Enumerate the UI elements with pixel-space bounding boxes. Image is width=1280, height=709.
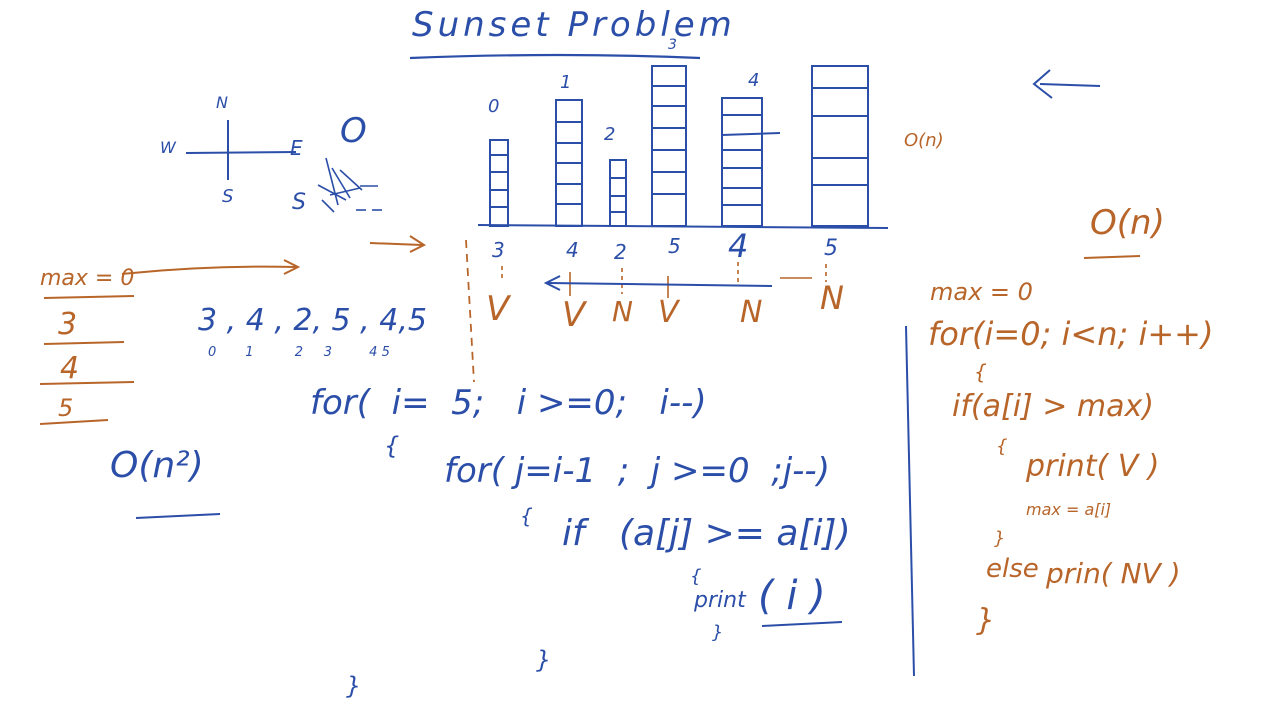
compass-south: S	[222, 186, 234, 207]
compass-north: N	[216, 93, 228, 112]
compass-horizontal	[185, 151, 297, 154]
optimal-print-v: print( V )	[1026, 449, 1160, 484]
optimal-underline	[1083, 255, 1141, 259]
building-4	[721, 97, 781, 227]
optimal-brace-inner-open: {	[996, 436, 1008, 457]
bruteforce-complexity: O(n²)	[110, 445, 204, 486]
verdict-1: V	[562, 295, 586, 335]
page-title: Sunset Problem	[412, 5, 736, 45]
orange-arrow-max	[121, 259, 301, 275]
optimal-brace-open: {	[974, 360, 987, 384]
print-underline	[761, 621, 843, 627]
sun-direction-arrow	[1032, 69, 1101, 99]
building-index-3: 3	[668, 37, 677, 53]
verdict-4: N	[740, 295, 763, 330]
scan-arrow	[543, 275, 773, 291]
bruteforce-outer-loop: for( i= 5; i >=0; i--)	[310, 383, 707, 423]
verdict-5: N	[820, 279, 844, 317]
optimal-if-line: if(a[i] > max)	[952, 389, 1155, 424]
vertical-divider	[905, 325, 915, 677]
array-values: 3 , 4 , 2, 5 , 4,5	[198, 303, 427, 338]
optimal-complexity-top: O(n)	[904, 130, 944, 151]
optimal-print-nv: prin( NV )	[1046, 557, 1181, 590]
verdict-3: V	[658, 295, 679, 330]
complexity-underline	[135, 513, 221, 519]
bruteforce-open-brace-3: {	[690, 566, 702, 587]
optimal-brace-close: }	[976, 603, 996, 638]
bruteforce-close-brace-2: }	[536, 646, 552, 674]
title-underline	[409, 53, 701, 60]
bruteforce-print-word: print	[694, 588, 746, 613]
building-5	[811, 65, 869, 227]
optimal-complexity-main: O(n)	[1090, 203, 1165, 243]
bruteforce-close-brace-3: }	[712, 622, 724, 643]
array-indices: 0 1 2 3 4 5	[208, 345, 390, 360]
bruteforce-open-brace-2: {	[520, 504, 533, 528]
optimal-assign: max = a[i]	[1026, 500, 1112, 519]
verdict-0: V	[486, 289, 510, 329]
optimal-init: max = 0	[930, 278, 1033, 306]
compass-west: W	[160, 138, 176, 157]
height-label-5: 5	[824, 236, 838, 261]
bruteforce-inner-loop: for( j=i-1 ; j >=0 ;j--)	[444, 451, 830, 491]
height-label-3: 5	[668, 234, 681, 258]
building-3	[651, 65, 687, 227]
optimal-loop: for(i=0; i<n; i++)	[928, 315, 1214, 353]
orange-dashed-separator	[465, 239, 475, 383]
sun-rays	[317, 157, 382, 213]
bruteforce-open-brace-1: {	[384, 432, 400, 460]
bruteforce-print-arg: ( i )	[758, 573, 826, 619]
building-index-4: 4	[748, 70, 760, 91]
bruteforce-close-brace-1: }	[346, 672, 362, 700]
sun-zero-mark: O	[340, 111, 367, 151]
building-index-2: 2	[604, 124, 616, 145]
max-trace-lines	[39, 295, 135, 425]
bruteforce-if-line: if (a[j] >= a[i])	[562, 513, 851, 554]
building-1	[555, 99, 583, 227]
orange-arrow-buildings	[369, 235, 427, 253]
building-index-1: 1	[560, 72, 572, 93]
verdict-2: N	[612, 295, 633, 328]
height-label-0: 3	[492, 238, 505, 262]
compass-east: E	[290, 136, 303, 160]
height-label-2: 2	[614, 240, 627, 264]
max-trace-value-1: 4	[60, 351, 80, 386]
optimal-else: else	[986, 554, 1039, 584]
optimal-brace-inner-close: }	[994, 528, 1006, 549]
height-label-4: 4	[728, 227, 749, 265]
building-0	[489, 139, 509, 227]
sun-south-label: S	[292, 190, 306, 215]
building-index-0: 0	[488, 96, 500, 117]
max-trace-value-2: 5	[58, 394, 74, 422]
building-2	[609, 159, 627, 227]
height-label-1: 4	[566, 238, 579, 262]
max-trace-value-0: 3	[58, 307, 78, 342]
verdict-ticks	[501, 262, 827, 298]
max-trace-init: max = 0	[40, 266, 135, 291]
